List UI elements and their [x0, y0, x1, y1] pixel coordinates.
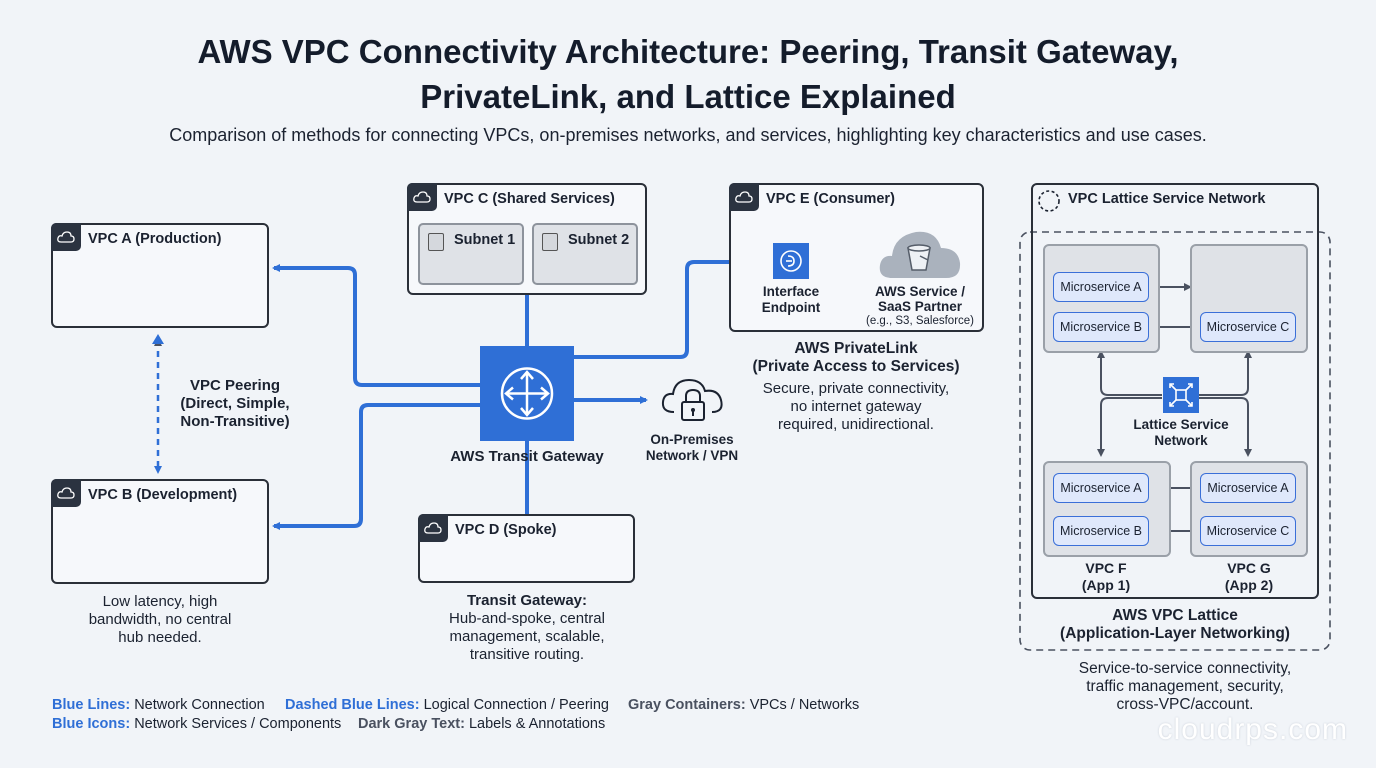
peering-note: Low latency, high bandwidth, no central …	[88, 593, 232, 646]
page-title: AWS VPC Connectivity Architecture: Peeri…	[197, 33, 1179, 70]
lattice-note: Service-to-service connectivity, traffic…	[1078, 660, 1292, 713]
vpc-f-microservice-b: Microservice B	[1053, 516, 1149, 546]
cloud-lock-icon	[660, 372, 728, 428]
cloud-bucket-icon	[876, 226, 962, 282]
subnet-1: Subnet 1	[418, 223, 524, 285]
service-network-icon	[1038, 190, 1060, 212]
cloud-icon	[729, 183, 759, 211]
microservice-a-top: Microservice A	[1053, 272, 1149, 302]
vpc-d-box: VPC D (Spoke)	[418, 514, 635, 583]
tgw-to-vpc-b-line	[272, 403, 480, 530]
legend-network-connection: Blue Lines: Network Connection	[52, 697, 265, 713]
aws-service-example: (e.g., S3, Salesforce)	[865, 315, 975, 327]
interface-endpoint-label: Interface Endpoint	[761, 284, 821, 315]
tgw-to-vpc-a-line	[272, 264, 480, 387]
lattice-network-label: VPC Lattice Service Network	[1068, 191, 1266, 207]
vpc-c-box: VPC C (Shared Services) Subnet 1 Subnet …	[407, 183, 647, 295]
cloud-icon	[51, 479, 81, 507]
lock-icon	[542, 233, 558, 251]
peering-label: VPC Peering (Direct, Simple, Non-Transit…	[180, 377, 290, 430]
vpc-a-label: VPC A (Production)	[88, 231, 222, 247]
cloud-icon	[407, 183, 437, 211]
legend-blue-icons: Blue Icons: Network Services / Component…	[52, 716, 342, 732]
lock-icon	[428, 233, 444, 251]
cloud-icon	[51, 223, 81, 251]
transit-gateway-icon	[480, 346, 574, 441]
subnet-2: Subnet 2	[532, 223, 638, 285]
onprem-label: On-Premises Network / VPN	[645, 432, 739, 463]
watermark: cloudrps.com	[1157, 713, 1348, 746]
microservice-b-top: Microservice B	[1053, 312, 1149, 342]
tgw-to-endpoint-line	[574, 260, 770, 359]
lattice-hub-label: Lattice Service Network	[1133, 417, 1229, 448]
legend-containers: Gray Containers: VPCs / Networks	[628, 697, 860, 713]
vpc-c-label: VPC C (Shared Services)	[444, 191, 615, 207]
microservice-c-top: Microservice C	[1200, 312, 1296, 342]
vpc-b-box: VPC B (Development)	[51, 479, 269, 584]
vpc-f-microservice-a: Microservice A	[1053, 473, 1149, 503]
vpc-b-label: VPC B (Development)	[88, 487, 238, 503]
lattice-hub-icon	[1163, 377, 1199, 413]
lattice-service-network-box: VPC Lattice Service Network	[1031, 183, 1319, 599]
legend-logical-connection: Dashed Blue Lines: Logical Connection / …	[285, 697, 609, 713]
lattice-title: AWS VPC Lattice (Application-Layer Netwo…	[1060, 607, 1290, 642]
vpc-d-label: VPC D (Spoke)	[455, 522, 557, 538]
vpc-a-box: VPC A (Production)	[51, 223, 269, 328]
legend-dark-text: Dark Gray Text: Labels & Annotations	[358, 716, 606, 732]
vpc-g-label: VPC G (App 2)	[1224, 560, 1274, 593]
lattice-dashed-boundary	[1019, 231, 1331, 651]
page-subtitle: Comparison of methods for connecting VPC…	[169, 125, 1207, 145]
transit-note: Transit Gateway: Hub-and-spoke, central …	[449, 592, 605, 663]
vpc-g-microservice-a: Microservice A	[1200, 473, 1296, 503]
interface-endpoint-icon	[773, 243, 809, 279]
vpc-e-label: VPC E (Consumer)	[766, 191, 895, 207]
cloud-icon	[418, 514, 448, 542]
page-title-line2: PrivateLink, and Lattice Explained	[420, 78, 956, 115]
vpc-f-label: VPC F (App 1)	[1081, 560, 1131, 593]
aws-service-label: AWS Service / SaaS Partner	[874, 284, 966, 314]
privatelink-title: AWS PrivateLink (Private Access to Servi…	[752, 340, 960, 375]
privatelink-note: Secure, private connectivity, no interne…	[762, 380, 950, 433]
vpc-g-microservice-c: Microservice C	[1200, 516, 1296, 546]
transit-gateway-label: AWS Transit Gateway	[450, 448, 604, 465]
